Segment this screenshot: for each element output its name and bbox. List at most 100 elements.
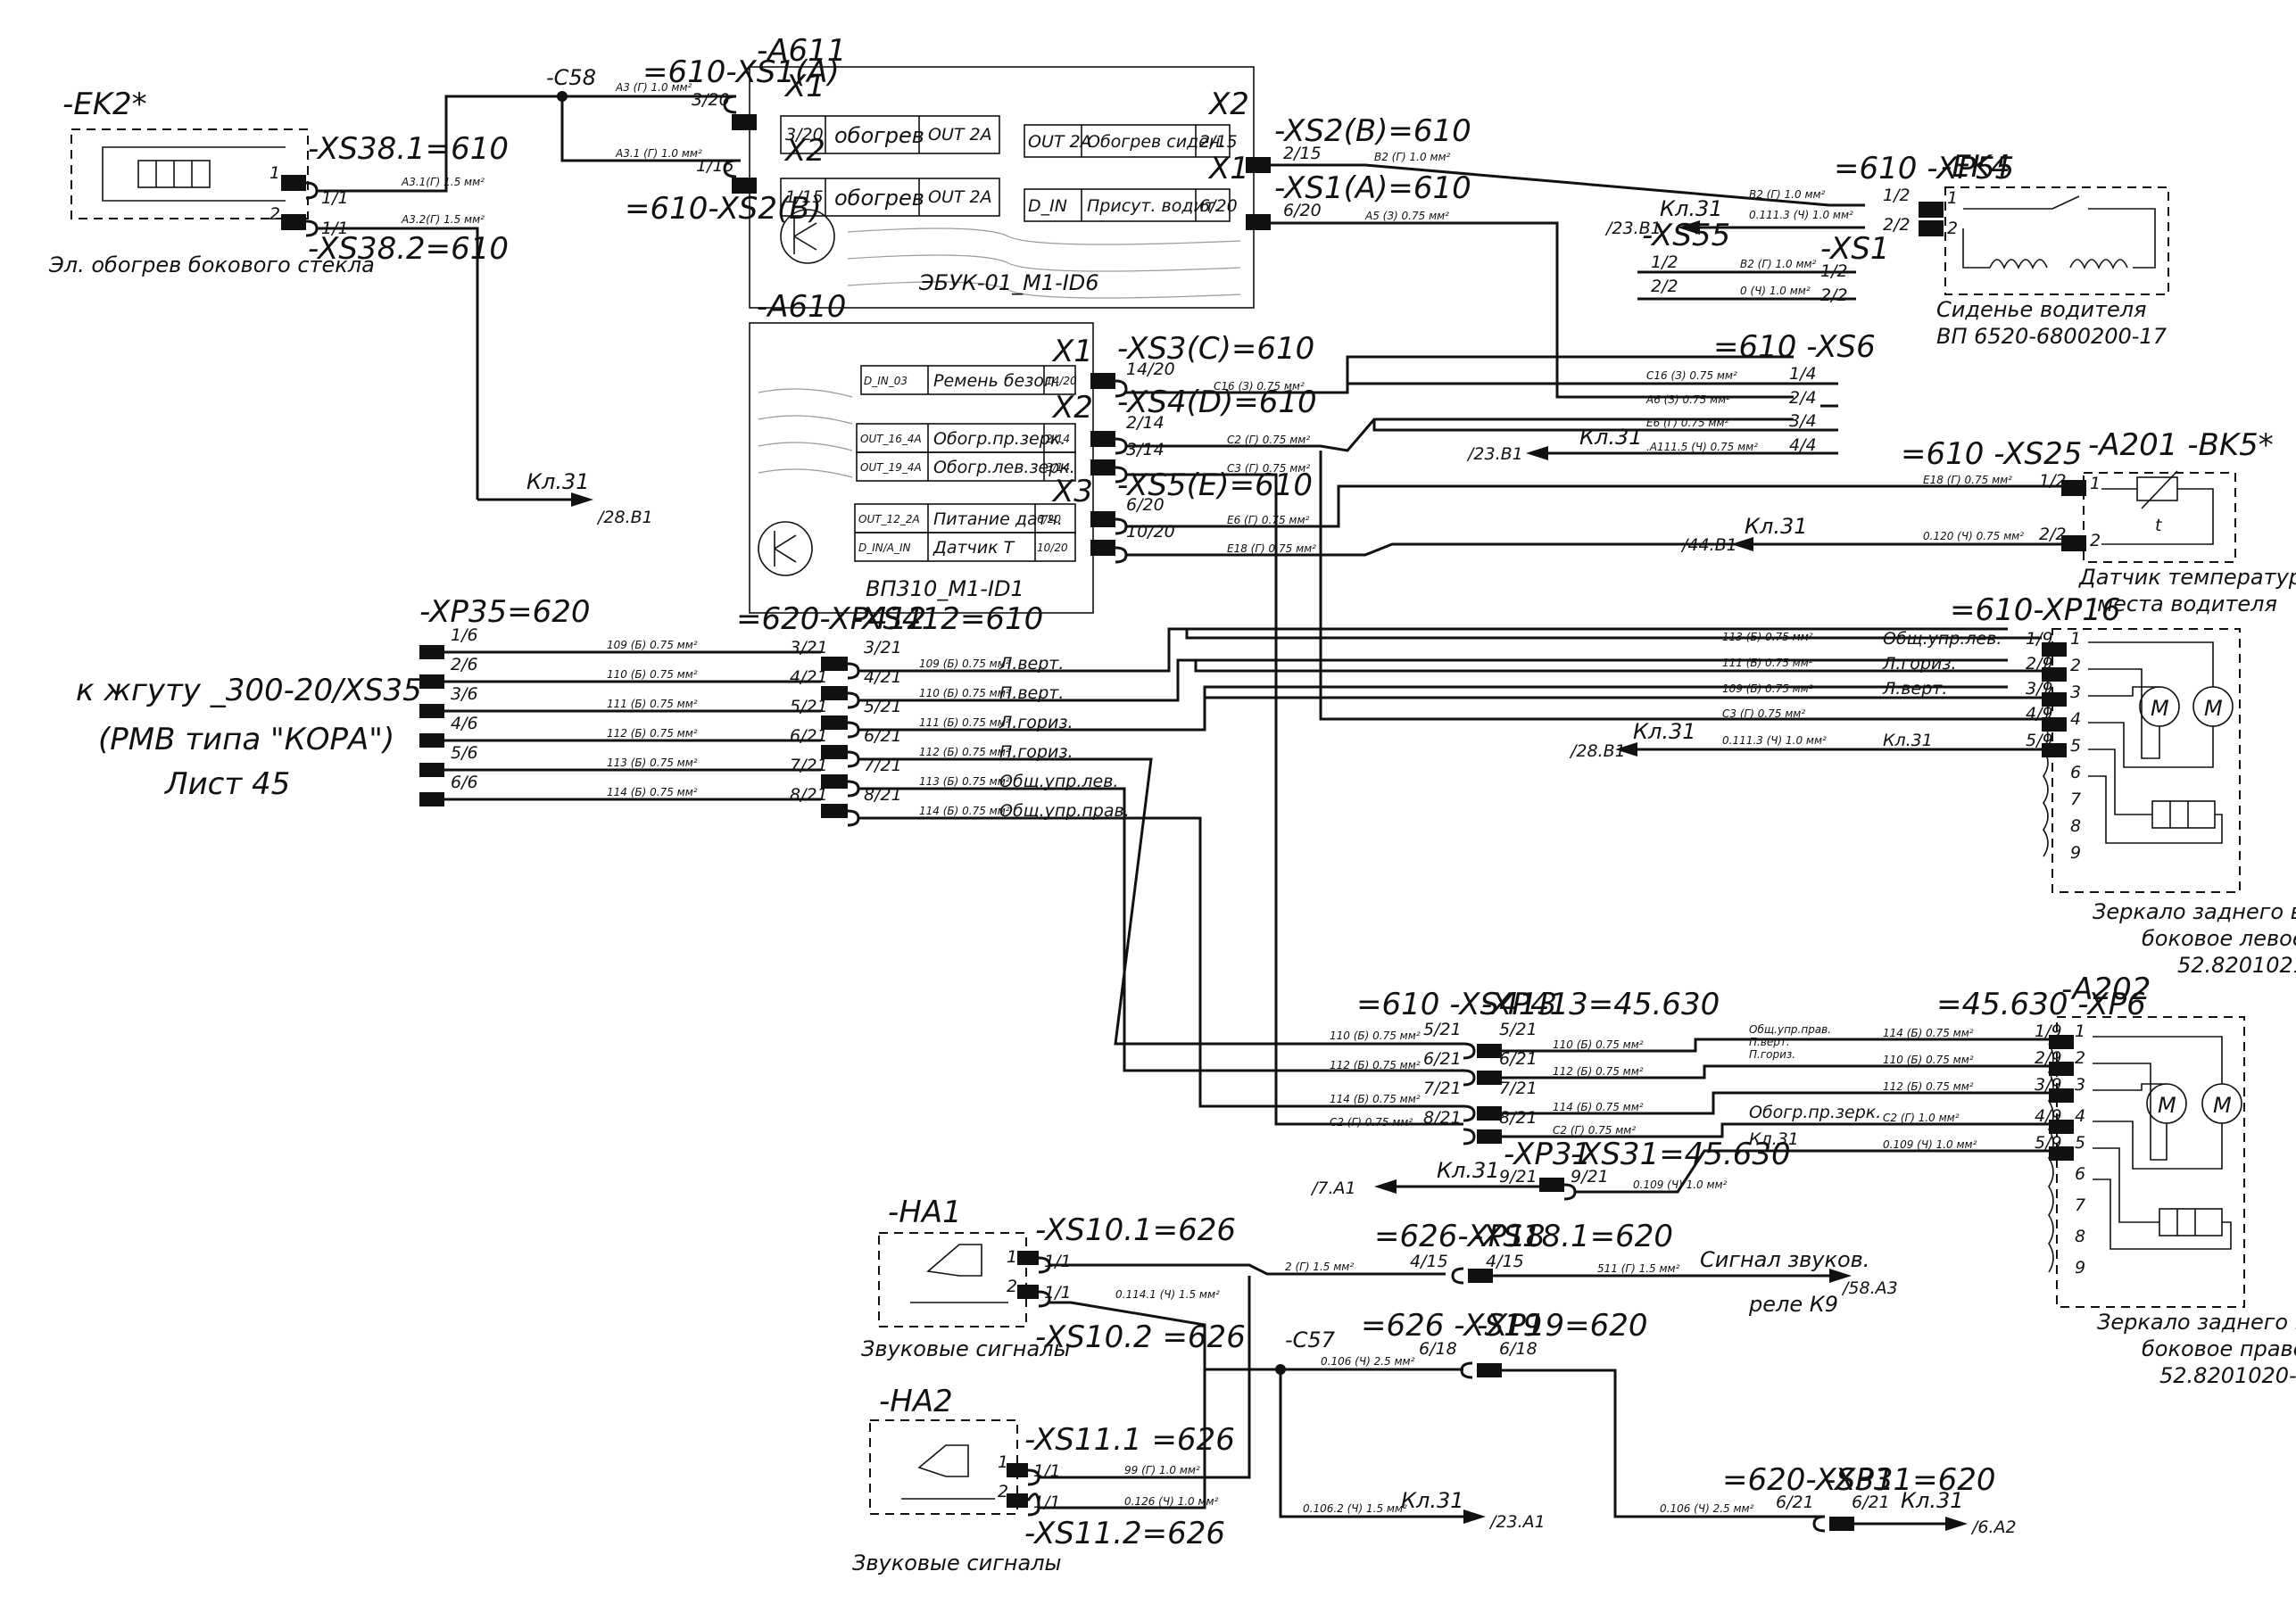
left-mirror: 1 2 3 4 5 6 7 8 9 M M Зеркало заднего ви…: [2043, 628, 2296, 978]
svg-text:A3 (Г) 1.0 мм²: A3 (Г) 1.0 мм²: [615, 81, 692, 94]
svg-text:2/14: 2/14: [1046, 433, 1070, 445]
xs1a-left-label: =610-XS1(A): [642, 54, 840, 90]
ek4-seat-heater: -EK4 1 2 Сиденье водителя ВП 6520-680020…: [1936, 149, 2169, 349]
svg-text:Питание датч.: Питание датч.: [933, 509, 1063, 529]
svg-text:52.8201021: 52.8201021: [2177, 953, 2296, 978]
svg-text:4/15: 4/15: [1486, 1252, 1524, 1271]
svg-text:52.8201020-21: 52.8201020-21: [2159, 1363, 2296, 1388]
xs25-label: =610 -XS25: [1901, 436, 2082, 472]
svg-text:1/2: 1/2: [2039, 471, 2067, 491]
svg-text:2: 2: [1947, 219, 1958, 238]
svg-text:5/21: 5/21: [1423, 1020, 1462, 1039]
xp412-label: =620-XP412: [736, 601, 926, 637]
svg-text:114 (Б) 0.75 мм²: 114 (Б) 0.75 мм²: [1883, 1027, 1974, 1039]
xp31-bottom-label: -XP31=620: [1825, 1462, 1996, 1498]
svg-text:14/20: 14/20: [1046, 375, 1077, 387]
svg-text:5/21: 5/21: [1499, 1020, 1538, 1039]
svg-text:6: 6: [2075, 1164, 2085, 1184]
svg-text:0 (Ч) 1.0 мм²: 0 (Ч) 1.0 мм²: [1740, 285, 1811, 297]
a202-label: -A202: [2061, 972, 2151, 1007]
svg-text:A3.1 (Г) 1.0 мм²: A3.1 (Г) 1.0 мм²: [615, 147, 702, 160]
xp55-label: =610 -XP55: [1834, 151, 2014, 186]
svg-text:B2 (Г) 1.0 мм²: B2 (Г) 1.0 мм²: [1740, 258, 1817, 270]
svg-text:Звуковые сигналы: Звуковые сигналы: [852, 1551, 1062, 1576]
svg-text:1/15: 1/15: [785, 187, 824, 207]
svg-text:2/2: 2/2: [1820, 285, 1848, 305]
svg-text:к жгуту _300-20/XS35: к жгуту _300-20/XS35: [76, 673, 422, 708]
svg-text:П.гориз.: П.гориз.: [999, 742, 1073, 762]
svg-text:X2: X2: [1207, 87, 1249, 122]
svg-text:C3 (Г) 0.75 мм²: C3 (Г) 0.75 мм²: [1227, 462, 1310, 475]
svg-text:3/21: 3/21: [790, 638, 828, 657]
ground-6a2: Кл.31 /6.A2: [1901, 1488, 2017, 1537]
ek2-label: -EK2*: [62, 87, 147, 122]
svg-text:2: 2: [2070, 656, 2081, 675]
svg-text:2: 2: [1007, 1277, 1017, 1296]
svg-text:M: M: [2158, 1093, 2176, 1118]
svg-text:4/21: 4/21: [790, 667, 828, 687]
svg-text:Кл.31: Кл.31: [1633, 719, 1696, 744]
svg-text:Обогр.лев.зерк.: Обогр.лев.зерк.: [933, 458, 1075, 477]
svg-text:0.109 (Ч) 1.0 мм²: 0.109 (Ч) 1.0 мм²: [1883, 1138, 1977, 1151]
svg-text:Кл.31: Кл.31: [1749, 1129, 1799, 1149]
a611-module: -A611 X1 X2 3/20 обогрев OUT 2A 1/15 обо…: [732, 33, 1271, 309]
xs412-label: -XS412=610: [852, 601, 1043, 637]
svg-text:1: 1: [1007, 1247, 1017, 1267]
svg-text:B2 (Г) 1.0 мм²: B2 (Г) 1.0 мм²: [1749, 188, 1826, 201]
svg-text:E18 (Г) 0.75 мм²: E18 (Г) 0.75 мм²: [1227, 542, 1316, 555]
svg-text:1: 1: [1947, 188, 1958, 208]
svg-text:обогрев: обогрев: [834, 123, 924, 148]
xs4d-label: -XS4(D)=610: [1117, 385, 1317, 420]
svg-text:2/2: 2/2: [2039, 525, 2067, 544]
svg-text:1/1: 1/1: [321, 188, 349, 208]
xp35-label: -XP35=620: [419, 594, 591, 630]
xs6-pins: 1/4 2/4 3/4 4/4: [1789, 364, 1817, 455]
svg-text:114 (Б) 0.75 мм²: 114 (Б) 0.75 мм²: [1330, 1093, 1421, 1105]
svg-text:Ремень безоп.: Ремень безоп.: [933, 371, 1060, 391]
svg-text:112 (Б) 0.75 мм²: 112 (Б) 0.75 мм²: [607, 727, 698, 740]
svg-text:Кл.31: Кл.31: [1437, 1158, 1500, 1183]
svg-text:/7.A1: /7.A1: [1310, 1179, 1356, 1198]
svg-text:111 (Б) 0.75 мм²: 111 (Б) 0.75 мм²: [919, 716, 1010, 729]
svg-text:П.верт.: П.верт.: [1749, 1036, 1790, 1048]
svg-text:6/21: 6/21: [1852, 1493, 1890, 1512]
svg-text:8: 8: [2075, 1227, 2085, 1246]
a201-temp-sensor: 1 2 t Датчик температуры места водителя: [2061, 470, 2296, 616]
svg-text:6/21: 6/21: [1499, 1049, 1538, 1069]
svg-text:7/21: 7/21: [790, 756, 828, 775]
a610-model: ВП310_M1-ID1: [866, 576, 1024, 601]
svg-text:3/21: 3/21: [864, 638, 902, 657]
svg-text:112 (Б) 0.75 мм²: 112 (Б) 0.75 мм²: [1553, 1065, 1644, 1078]
svg-text:6/20: 6/20: [1199, 196, 1238, 216]
xp6-connector: 1/9 2/9 3/9 4/9 5/9 Общ.упр.прав. П.верт…: [1749, 1021, 2074, 1161]
ground-44b1: Кл.31 /44.B1: [1680, 514, 2061, 555]
xs6-label: =610 -XS6: [1713, 329, 1876, 365]
c58-splice-label: -C58: [546, 65, 596, 90]
svg-text:A3.1(Г) 1.5 мм²: A3.1(Г) 1.5 мм²: [401, 176, 485, 188]
xp18-label: =626-XP18: [1374, 1219, 1546, 1254]
svg-text:Кл.31: Кл.31: [1901, 1488, 1964, 1513]
svg-text:П.верт.: П.верт.: [999, 683, 1064, 703]
svg-text:0.109 (Ч) 1.0 мм²: 0.109 (Ч) 1.0 мм²: [1633, 1179, 1728, 1191]
svg-text:Общ.упр.прав.: Общ.упр.прав.: [1749, 1023, 1831, 1036]
svg-text:1: 1: [2090, 474, 2101, 493]
ek2-heater: 1 2 -EK2* Эл. обогрев бокового стекла: [48, 87, 375, 277]
c57-splice-label: -C57: [1285, 1327, 1336, 1352]
svg-text:1: 1: [998, 1452, 1008, 1472]
svg-text:113 (Б) 0.75 мм²: 113 (Б) 0.75 мм²: [607, 757, 698, 769]
svg-text:Зеркало заднего вида: Зеркало заднего вида: [2097, 1310, 2296, 1335]
svg-text:113 (Б) 0.75 мм²: 113 (Б) 0.75 мм²: [919, 775, 1010, 788]
svg-text:114 (Б) 0.75 мм²: 114 (Б) 0.75 мм²: [607, 786, 698, 798]
svg-text:8/21: 8/21: [1499, 1108, 1538, 1128]
svg-text:110 (Б) 0.75 мм²: 110 (Б) 0.75 мм²: [919, 687, 1010, 699]
svg-text:6/20: 6/20: [1126, 495, 1165, 515]
svg-text:0.111.3 (Ч) 1.0 мм²: 0.111.3 (Ч) 1.0 мм²: [1722, 734, 1827, 747]
svg-text:109 (Б) 0.75 мм²: 109 (Б) 0.75 мм²: [1722, 682, 1813, 695]
svg-text:99 (Г) 1.0 мм²: 99 (Г) 1.0 мм²: [1124, 1464, 1200, 1476]
svg-text:114 (Б) 0.75 мм²: 114 (Б) 0.75 мм²: [1553, 1101, 1644, 1113]
svg-text:M: M: [2204, 696, 2223, 721]
svg-text:4: 4: [2075, 1106, 2085, 1126]
svg-text:Кл.31: Кл.31: [1745, 514, 1808, 539]
svg-text:2: 2: [998, 1482, 1008, 1501]
svg-text:112 (Б) 0.75 мм²: 112 (Б) 0.75 мм²: [1330, 1059, 1421, 1071]
